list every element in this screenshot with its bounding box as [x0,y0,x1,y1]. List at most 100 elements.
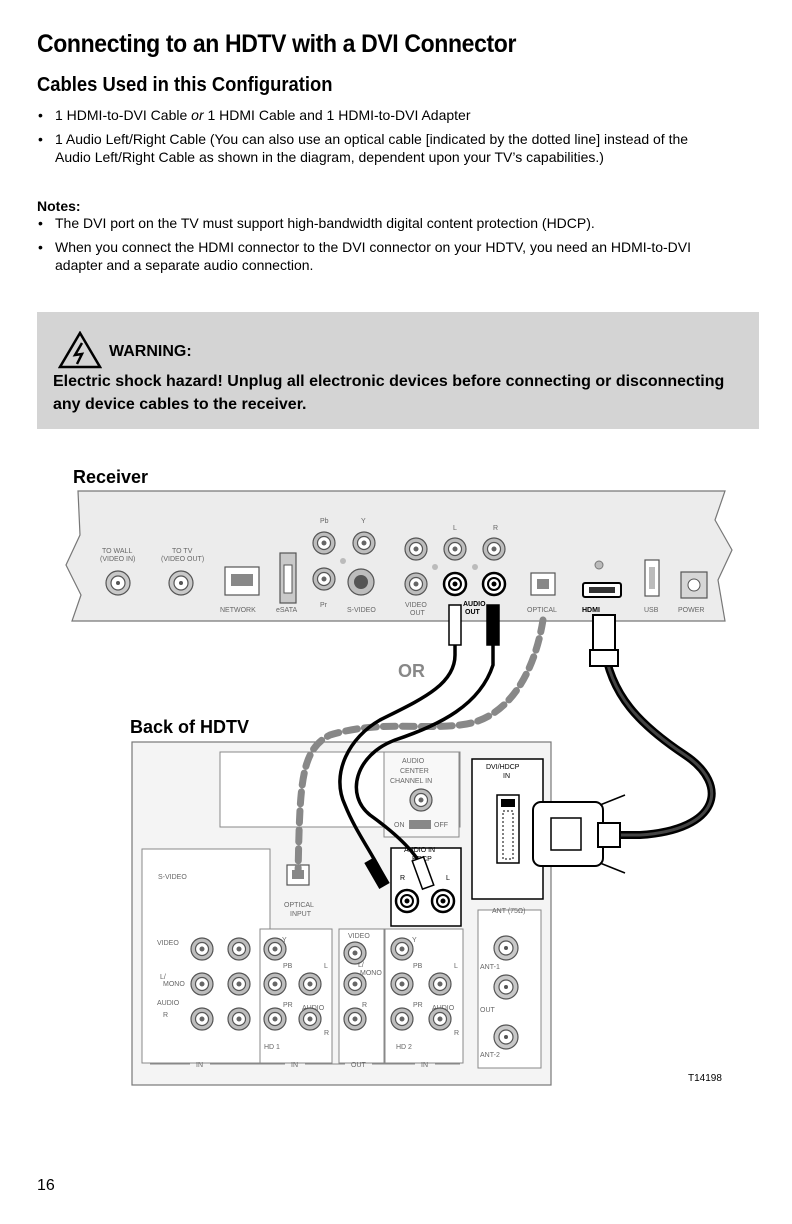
or-label: OR [398,661,425,681]
to-tv-port [168,570,194,596]
svg-text:L: L [324,963,328,970]
svg-text:DVI/HDCP: DVI/HDCP [486,764,520,771]
hdtv-port [390,972,414,996]
svg-text:AUDIO: AUDIO [157,1000,180,1007]
figure-id: T14198 [688,1073,722,1084]
svg-text:INPUT: INPUT [290,911,312,918]
svg-text:OFF: OFF [434,822,448,829]
warning-box: WARNING: Electric shock hazard! Unplug a… [37,312,759,429]
svg-text:Y: Y [361,518,366,525]
svg-text:HDMI: HDMI [582,607,600,614]
svg-text:OUT: OUT [465,609,481,616]
svg-text:R: R [362,1002,367,1009]
svg-text:L: L [454,963,458,970]
dvi-plug [532,794,626,874]
audio-in-right-port [394,888,420,914]
hdtv-port [263,972,287,996]
svg-text:VIDEO: VIDEO [348,933,370,940]
svg-text:Pr: Pr [320,602,328,609]
connection-diagram: Receiver TO WALL (VIDEO IN) TO TV (VIDEO… [65,467,733,1086]
hdtv-port [390,1007,414,1031]
hdtv-port [190,937,214,961]
note-item: The DVI port on the TV must support high… [37,214,717,232]
svg-text:OPTICAL: OPTICAL [527,607,557,614]
svg-text:VIDEO: VIDEO [405,602,427,609]
ant2-port [493,1024,519,1050]
svg-text:R: R [454,1030,459,1037]
hdtv-port [263,937,287,961]
svg-text:AUDIO IN: AUDIO IN [404,847,435,854]
svg-text:R: R [493,525,498,532]
receiver-port [443,537,467,561]
svg-text:L: L [453,525,457,532]
svg-text:(VIDEO OUT): (VIDEO OUT) [161,556,204,563]
svg-text:MONO: MONO [360,970,382,977]
svg-text:IN: IN [421,1062,428,1069]
hdtv-port [227,937,251,961]
hdtv-port [190,1007,214,1031]
svg-text:HD 2: HD 2 [396,1044,412,1051]
svg-text:TO WALL: TO WALL [102,548,132,555]
svg-text:ANT-2: ANT-2 [480,1052,500,1059]
receiver-ports: TO WALL (VIDEO IN) TO TV (VIDEO OUT) NET… [100,518,708,617]
svg-text:OUT: OUT [410,610,426,617]
svg-text:VIDEO: VIDEO [157,940,179,947]
svg-text:PB: PB [283,963,293,970]
svg-text:IN: IN [196,1062,203,1069]
svg-text:ANT-1: ANT-1 [480,964,500,971]
hdtv-port [227,972,251,996]
audio-left-cable [338,615,457,871]
svg-text:CHANNEL IN: CHANNEL IN [390,778,432,785]
svg-text:IN: IN [503,773,510,780]
receiver-port [482,537,506,561]
svg-text:S-VIDEO: S-VIDEO [347,607,376,614]
video-out-port [404,572,428,596]
svg-text:Pb: Pb [320,518,329,525]
hdtv-port [343,941,367,965]
svg-text:L/: L/ [160,974,166,981]
hdtv-label: Back of HDTV [130,717,249,737]
cable-item: 1 HDMI-to-DVI Cable or 1 HDMI Cable and … [37,106,717,124]
svg-text:OUT: OUT [351,1062,367,1069]
svg-text:OUT: OUT [480,1007,496,1014]
component-pr-port [312,567,336,591]
page-number: 16 [37,1177,55,1194]
audio-right-plug [486,604,500,646]
center-switch [409,820,431,829]
svg-text:S-VIDEO: S-VIDEO [158,874,187,881]
svg-text:AUDIO: AUDIO [463,601,486,608]
hdtv-port [343,972,367,996]
component-y-port [352,531,376,555]
note-item: When you connect the HDMI connector to t… [37,238,717,274]
hdtv-port [298,1007,322,1031]
svg-text:POWER: POWER [678,607,704,614]
receiver-label: Receiver [73,467,148,487]
cables-list: 1 HDMI-to-DVI Cable or 1 HDMI Cable and … [37,106,717,172]
svg-text:PR: PR [413,1002,423,1009]
svg-text:TO TV: TO TV [172,548,193,555]
notes-list: The DVI port on the TV must support high… [37,214,717,280]
svg-text:ON: ON [394,822,405,829]
svg-text:HD 1: HD 1 [264,1044,280,1051]
audio-in-plug [364,857,390,889]
audio-out-left-port [442,571,468,597]
hdtv-port [428,972,452,996]
svg-text:NETWORK: NETWORK [220,607,256,614]
audio-in-plug [411,855,435,891]
svg-text:PB: PB [413,963,423,970]
svg-text:OPTICAL: OPTICAL [284,902,314,909]
audio-right-cable [354,615,495,876]
optical-cable [294,616,547,879]
svg-text:eSATA: eSATA [276,607,297,614]
svg-text:(VIDEO IN): (VIDEO IN) [100,556,135,563]
ant1-port [493,935,519,961]
warning-heading: WARNING: [109,343,192,360]
svg-text:Y: Y [412,937,417,944]
svg-text:L/: L/ [358,962,364,969]
receiver-port [404,537,428,561]
section-subtitle: Cables Used in this Configuration [37,74,333,96]
audio-left-plug [448,604,462,646]
hdtv-port [298,972,322,996]
svg-text:ANT (75Ω): ANT (75Ω) [492,908,526,915]
hdmi-dvi-cable [600,644,716,839]
